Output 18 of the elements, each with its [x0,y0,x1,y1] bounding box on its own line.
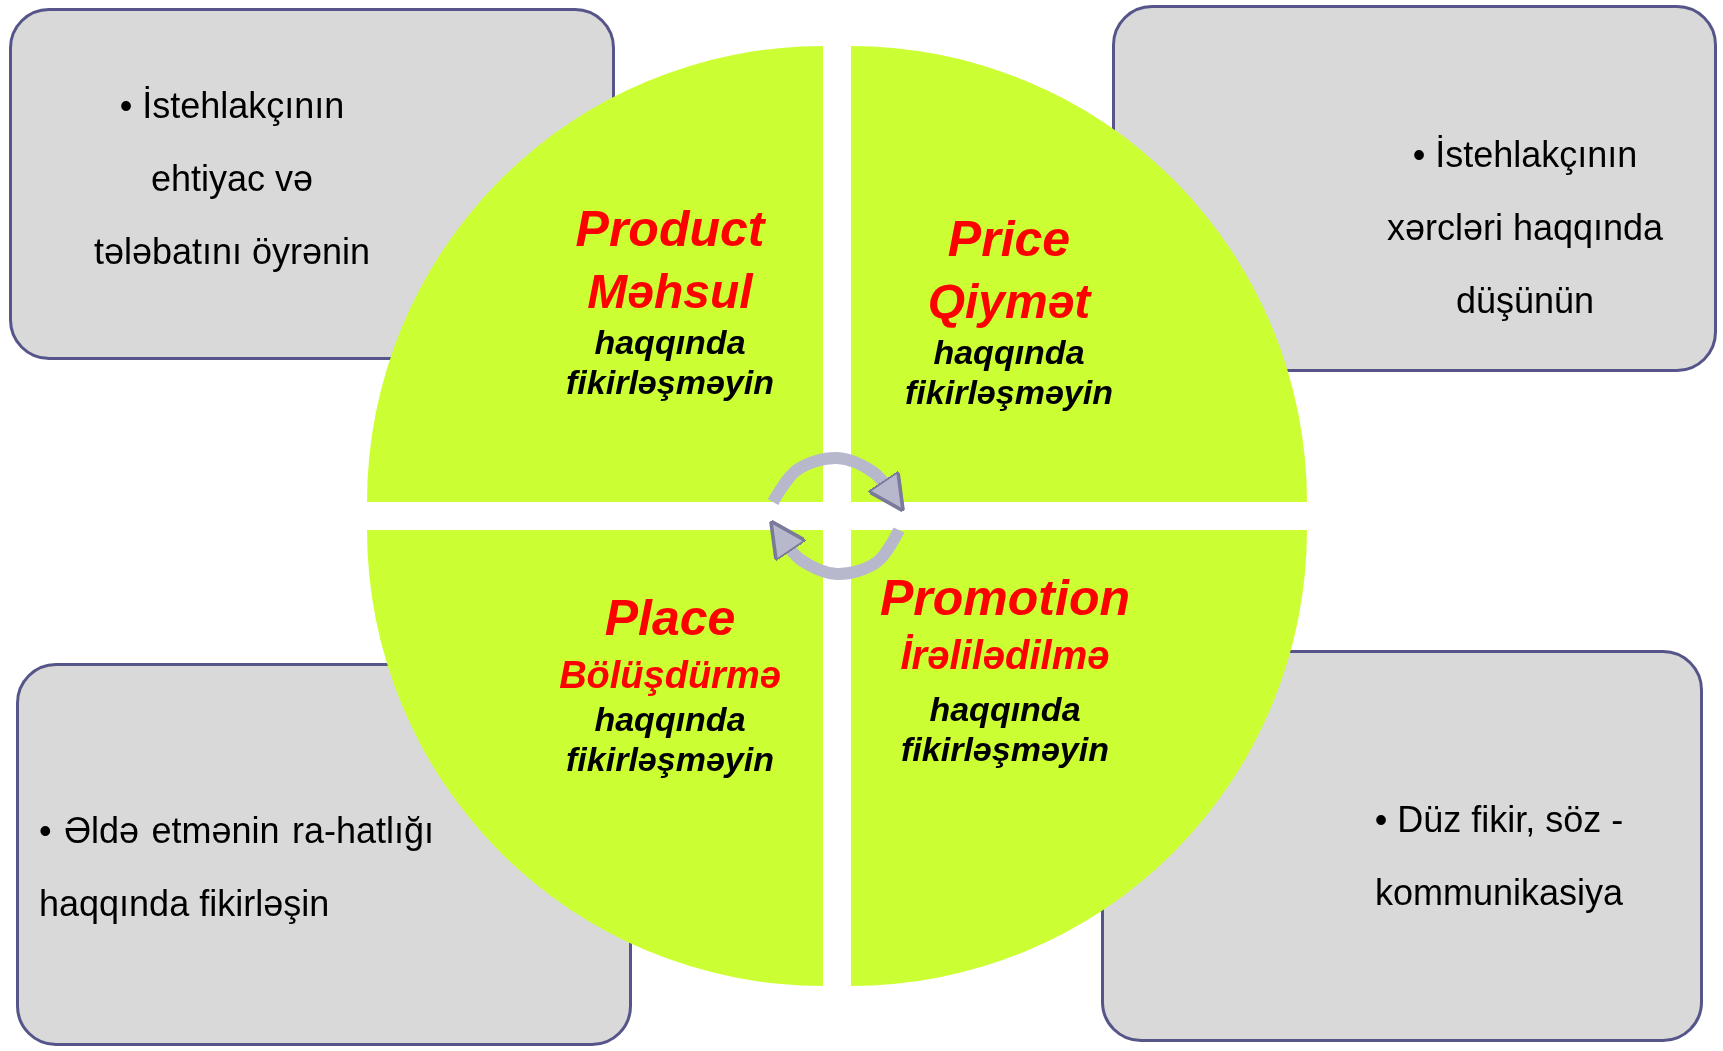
quadrant-title: Promotion [879,569,1131,628]
quadrant-title: Product [574,200,767,259]
quadrant-text: haqqında fikirləşməyin [900,689,1110,769]
cycle-arrow [768,519,905,580]
quadrant-subtitle: Qiymət [926,274,1093,330]
bullet-text: • Düz fikir, söz - kommunikasiya [1373,798,1625,915]
quadrant-text: haqqında fikirləşməyin [904,332,1114,412]
cycle-arrow [767,452,906,513]
quadrant-title: Price [946,210,1072,269]
quadrant-subtitle: Məhsul [586,264,755,320]
bullet-text: • İstehlakçının ehtiyac və tələbatını öyrənin [92,84,372,274]
quadrant-text: haqqında fikirləşməyin [565,699,775,779]
quadrant-title: Place [603,589,737,648]
quadrant-subtitle: Bölüşdürmə [558,653,782,698]
quadrant-subtitle: İrəlilədilmə [899,632,1111,679]
quadrant-text: haqqında fikirləşməyin [565,322,775,402]
bullet-text: • Əldə etmənin ra-hatlığı haqqında fikirləşin [39,809,434,926]
bullet-text: • İstehlakçının xərcləri haqqında düşünün [1385,133,1665,323]
